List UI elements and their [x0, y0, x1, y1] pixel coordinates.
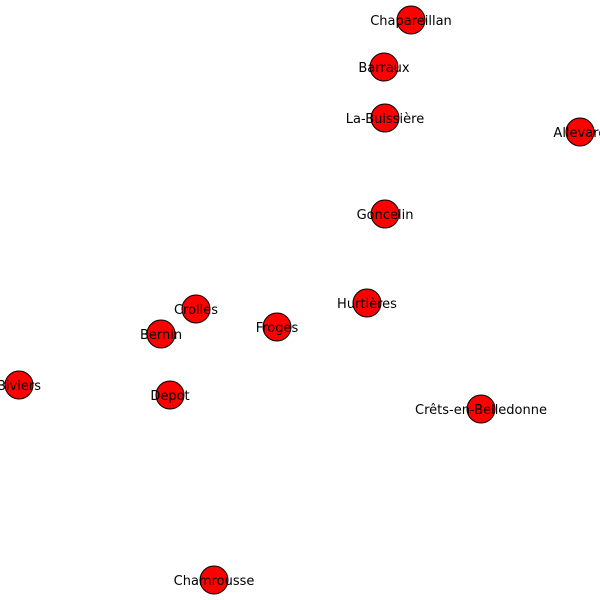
node-circle-allevard: [565, 117, 595, 147]
node-circle-depot: [155, 380, 185, 410]
node-label-allevard: Allevard: [553, 126, 600, 141]
node-allevard: Allevard: [553, 117, 600, 147]
node-circle-froges: [262, 312, 292, 342]
node-label-biviers: Biviers: [0, 379, 41, 394]
node-label-crolles: Crolles: [174, 303, 218, 318]
node-depot: Depot: [150, 380, 190, 410]
node-circle-chamrousse: [199, 565, 229, 595]
nodes-layer: ChapareillanBarrauxLa-BuissièreAllevardG…: [0, 5, 600, 595]
node-circle-bernin: [146, 319, 176, 349]
node-label-chapareillan: Chapareillan: [370, 14, 452, 29]
node-bernin: Bernin: [140, 319, 182, 349]
node-barraux: Barraux: [358, 52, 410, 82]
node-hurtieres: Hurtières: [337, 288, 397, 318]
node-label-la-buissiere: La-Buissière: [346, 112, 424, 127]
node-circle-crolles: [181, 294, 211, 324]
node-goncelin: Goncelin: [357, 199, 414, 229]
node-chamrousse: Chamrousse: [174, 565, 255, 595]
node-circle-barraux: [369, 52, 399, 82]
node-chapareillan: Chapareillan: [370, 5, 452, 35]
node-label-chamrousse: Chamrousse: [174, 574, 255, 589]
node-froges: Froges: [256, 312, 299, 342]
node-circle-crets-en-belledonne: [466, 394, 496, 424]
node-label-bernin: Bernin: [140, 328, 182, 343]
node-label-barraux: Barraux: [358, 61, 410, 76]
node-la-buissiere: La-Buissière: [346, 103, 424, 133]
node-biviers: Biviers: [0, 370, 41, 400]
node-circle-la-buissiere: [370, 103, 400, 133]
node-label-crets-en-belledonne: Crêts-en-Belledonne: [415, 403, 547, 418]
node-circle-goncelin: [370, 199, 400, 229]
node-circle-chapareillan: [396, 5, 426, 35]
node-circle-biviers: [4, 370, 34, 400]
node-label-hurtieres: Hurtières: [337, 297, 397, 312]
node-label-goncelin: Goncelin: [357, 208, 414, 223]
node-crolles: Crolles: [174, 294, 218, 324]
node-label-froges: Froges: [256, 321, 299, 336]
node-crets-en-belledonne: Crêts-en-Belledonne: [415, 394, 547, 424]
node-circle-hurtieres: [352, 288, 382, 318]
node-label-depot: Depot: [150, 389, 189, 404]
